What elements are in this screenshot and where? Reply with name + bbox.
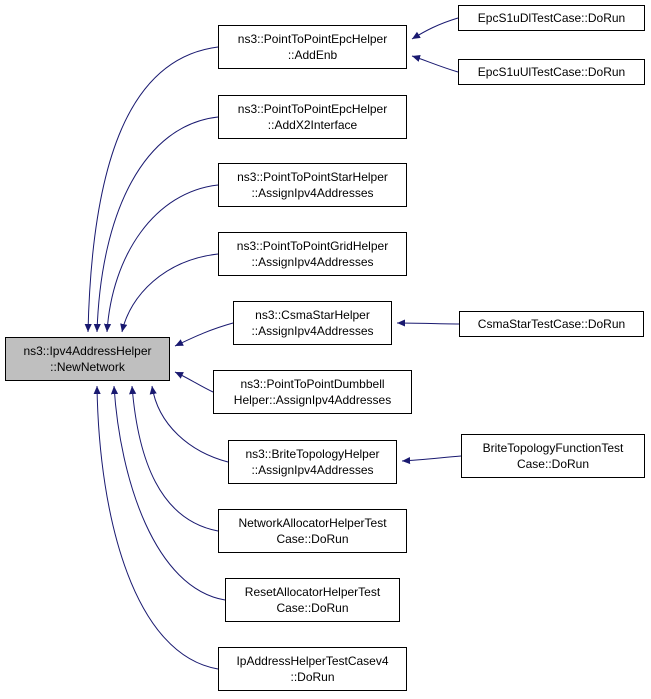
node-label-line1: EpcS1uDlTestCase::DoRun [477,11,626,25]
node-label-line1: BriteTopologyFunctionTest [482,441,624,455]
node-label-line2: Case::DoRun [276,532,349,546]
node-label-line1: ns3::PointToPointGridHelper [236,239,389,253]
node-csmastarhelper-assignipv4[interactable]: ns3::CsmaStarHelper ::AssignIpv4Addresse… [233,301,392,345]
node-label-line1: ns3::PointToPointDumbbell [240,377,385,391]
node-label-line2: Helper::AssignIpv4Addresses [233,393,392,407]
edge-csmastartest-to-csmastar-assign [396,319,460,327]
node-ipv4addresshelper-newnetwork[interactable]: ns3::Ipv4AddressHelper ::NewNetwork [5,337,170,381]
node-label-line1: ns3::PointToPointEpcHelper [237,32,388,46]
edge-dumbbell-assign-to-newnetwork [174,371,214,393]
node-label-line1: ns3::CsmaStarHelper [255,308,370,322]
edge-p2pgrid-assign-to-newnetwork [120,253,219,333]
node-p2pepchelper-addenb[interactable]: ns3::PointToPointEpcHelper ::AddEnb [218,25,407,69]
node-label-line1: IpAddressHelperTestCasev4 [236,654,389,668]
node-label-line1: EpcS1uUlTestCase::DoRun [477,65,626,79]
edge-resetalloc-dorun-to-newnetwork [110,385,226,601]
node-label-line2: ::AssignIpv4Addresses [251,463,374,477]
node-label-line2: ::NewNetwork [50,360,125,374]
node-label-line2: ::AssignIpv4Addresses [251,324,374,338]
node-label-line2: ::AssignIpv4Addresses [251,255,374,269]
node-britetopologyhelper-assignipv4[interactable]: ns3::BriteTopologyHelper ::AssignIpv4Add… [228,440,397,484]
node-label-line1: ns3::BriteTopologyHelper [245,447,380,461]
edge-epcs1udl-to-addenb [411,17,459,40]
node-p2pgridhelper-assignipv4[interactable]: ns3::PointToPointGridHelper ::AssignIpv4… [218,232,407,276]
node-label-line2: ::AddEnb [287,48,338,62]
node-label-line2: Case::DoRun [276,601,349,615]
node-epcs1uultestcase-dorun[interactable]: EpcS1uUlTestCase::DoRun [458,59,645,85]
edge-addenb-to-newnetwork [84,46,219,333]
edge-networkalloc-dorun-to-newnetwork [129,385,219,532]
node-britetopologyfunctiontestcase-dorun[interactable]: BriteTopologyFunctionTest Case::DoRun [461,434,645,478]
node-networkallocatorhelpertestcase-dorun[interactable]: NetworkAllocatorHelperTest Case::DoRun [218,509,407,553]
node-epcs1udltestcase-dorun[interactable]: EpcS1uDlTestCase::DoRun [458,5,645,31]
edge-ipaddrtest-dorun-to-newnetwork [93,385,219,670]
edge-britetest-to-brite-assign [401,455,462,465]
node-csmastartestcase-dorun[interactable]: CsmaStarTestCase::DoRun [459,311,644,337]
node-p2pstarhelper-assignipv4[interactable]: ns3::PointToPointStarHelper ::AssignIpv4… [218,163,407,207]
node-label-line2: Case::DoRun [516,457,590,471]
node-label-line2: ::DoRun [290,670,335,684]
node-label-line1: ns3::PointToPointEpcHelper [237,102,388,116]
node-label-line2: ::AssignIpv4Addresses [251,186,374,200]
node-label-line1: CsmaStarTestCase::DoRun [477,317,626,331]
edge-addx2interface-to-newnetwork [93,116,219,333]
node-p2pdumbbellhelper-assignipv4[interactable]: ns3::PointToPointDumbbell Helper::Assign… [213,370,412,414]
node-p2pepchelper-addx2interface[interactable]: ns3::PointToPointEpcHelper ::AddX2Interf… [218,95,407,139]
node-label-line1: ns3::Ipv4AddressHelper [23,344,152,358]
node-label-line1: ResetAllocatorHelperTest [244,585,381,599]
node-label-line1: NetworkAllocatorHelperTest [238,516,387,530]
node-label-line1: ns3::PointToPointStarHelper [237,170,388,184]
node-resetallocatorhelpertestcase-dorun[interactable]: ResetAllocatorHelperTest Case::DoRun [225,578,400,622]
node-ipaddresshelpertestcasev4-dorun[interactable]: IpAddressHelperTestCasev4 ::DoRun [218,647,407,691]
edge-p2pstar-assign-to-newnetwork [103,184,219,333]
edge-csmastar-assign-to-newnetwork [174,322,234,347]
edge-epcs1uul-to-addenb [411,54,459,73]
node-label-line2: ::AddX2Interface [267,118,358,132]
